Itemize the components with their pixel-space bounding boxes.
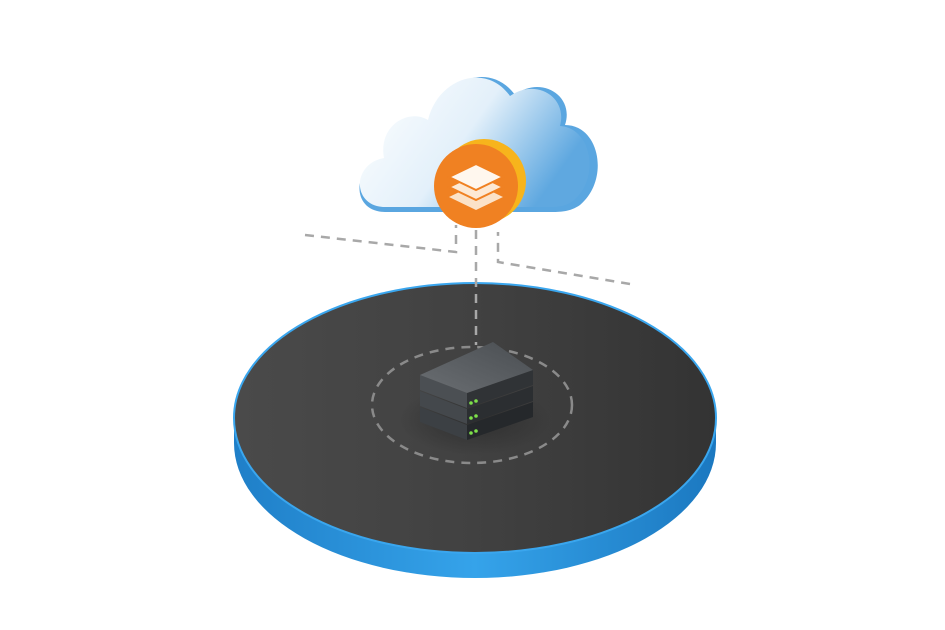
connection-lines [304,225,631,465]
led-indicators [469,399,478,435]
layers-icon [434,139,526,228]
server-unit [420,386,533,424]
server-unit [420,402,533,440]
server-stack-icon [400,342,550,455]
server-unit [420,342,533,408]
